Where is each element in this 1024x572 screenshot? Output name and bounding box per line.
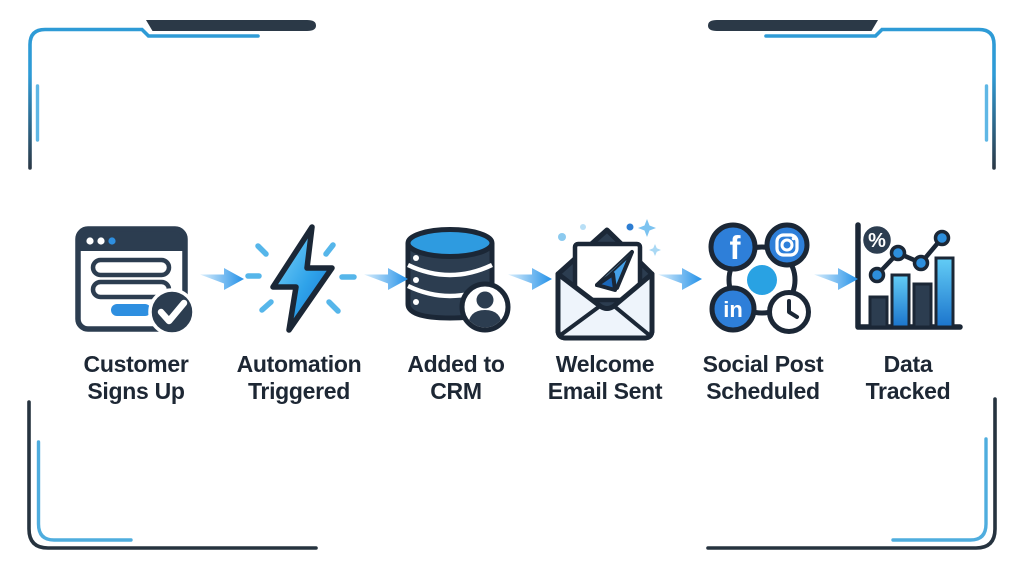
linkedin-icon: in — [709, 285, 757, 333]
bar — [912, 282, 933, 329]
step-label-line: Added to — [407, 351, 505, 377]
connector-ring — [726, 244, 798, 316]
form-submit-button — [111, 304, 151, 316]
bar — [868, 295, 889, 329]
database-top — [405, 227, 495, 259]
step-label: Welcome Email Sent — [525, 351, 685, 404]
bar — [934, 256, 955, 329]
step-label: Automation Triggered — [219, 351, 379, 404]
step-label-line: Signs Up — [87, 377, 185, 404]
window-dot — [97, 237, 105, 245]
social-network-icon: f in — [701, 218, 825, 342]
sparkles — [558, 219, 661, 256]
step-label: Data Tracked — [828, 351, 988, 404]
step-welcome-email-sent: Welcome Email Sent — [525, 218, 685, 404]
step-added-to-crm: Added to CRM — [376, 218, 536, 404]
step-label-line: Automation — [236, 351, 362, 377]
analytics-chart-icon: % — [846, 218, 970, 342]
linkedin-in-glyph: in — [723, 297, 743, 322]
check-circle-icon — [148, 288, 196, 336]
bolt-shape — [270, 224, 335, 333]
spark-dashes — [245, 242, 357, 314]
step-label-line: Scheduled — [706, 377, 820, 404]
window-dot-blue — [108, 237, 116, 245]
welcome-email-icon — [543, 218, 667, 342]
step-customer-signs-up: Customer Signs Up — [56, 218, 216, 404]
flow-arrow-icon — [814, 268, 858, 290]
instagram-icon — [764, 222, 810, 268]
bar — [890, 273, 911, 329]
step-label-line: Email Sent — [547, 377, 663, 404]
form-input-field — [90, 257, 172, 278]
clock-icon — [767, 290, 811, 334]
step-label-line: Tracked — [865, 377, 951, 404]
facebook-icon: f — [708, 222, 758, 272]
percent-badge-icon: % — [860, 223, 894, 257]
database-crm-icon — [394, 218, 518, 342]
step-data-tracked: % Data Tracked — [828, 218, 988, 404]
step-label: Added to CRM — [376, 351, 536, 404]
step-label: Social Post Scheduled — [683, 351, 843, 404]
trend-line — [874, 235, 945, 278]
trend-points — [868, 229, 951, 284]
facebook-f-glyph: f — [730, 229, 742, 266]
flow-arrow-icon — [658, 268, 702, 290]
window-dot — [86, 237, 94, 245]
percent-glyph: % — [868, 230, 886, 252]
step-label: Customer Signs Up — [56, 351, 216, 404]
hub-dot — [747, 265, 777, 295]
flow-arrow-icon — [364, 268, 408, 290]
step-label-line: Customer — [83, 351, 189, 377]
step-label-line: CRM — [430, 377, 482, 404]
paper-plane-icon — [595, 250, 634, 292]
step-label-line: Data — [883, 351, 933, 377]
signup-form-icon — [74, 218, 198, 342]
user-badge-icon — [459, 281, 511, 333]
step-label-line: Triggered — [247, 377, 351, 404]
step-social-post-scheduled: f in — [683, 218, 843, 404]
step-label-line: Social Post — [702, 351, 824, 377]
lightning-bolt-icon — [237, 218, 361, 342]
step-label-line: Welcome — [555, 351, 655, 377]
step-automation-triggered: Automation Triggered — [219, 218, 379, 404]
flow-arrow-icon — [200, 268, 244, 290]
flow-arrow-icon — [508, 268, 552, 290]
